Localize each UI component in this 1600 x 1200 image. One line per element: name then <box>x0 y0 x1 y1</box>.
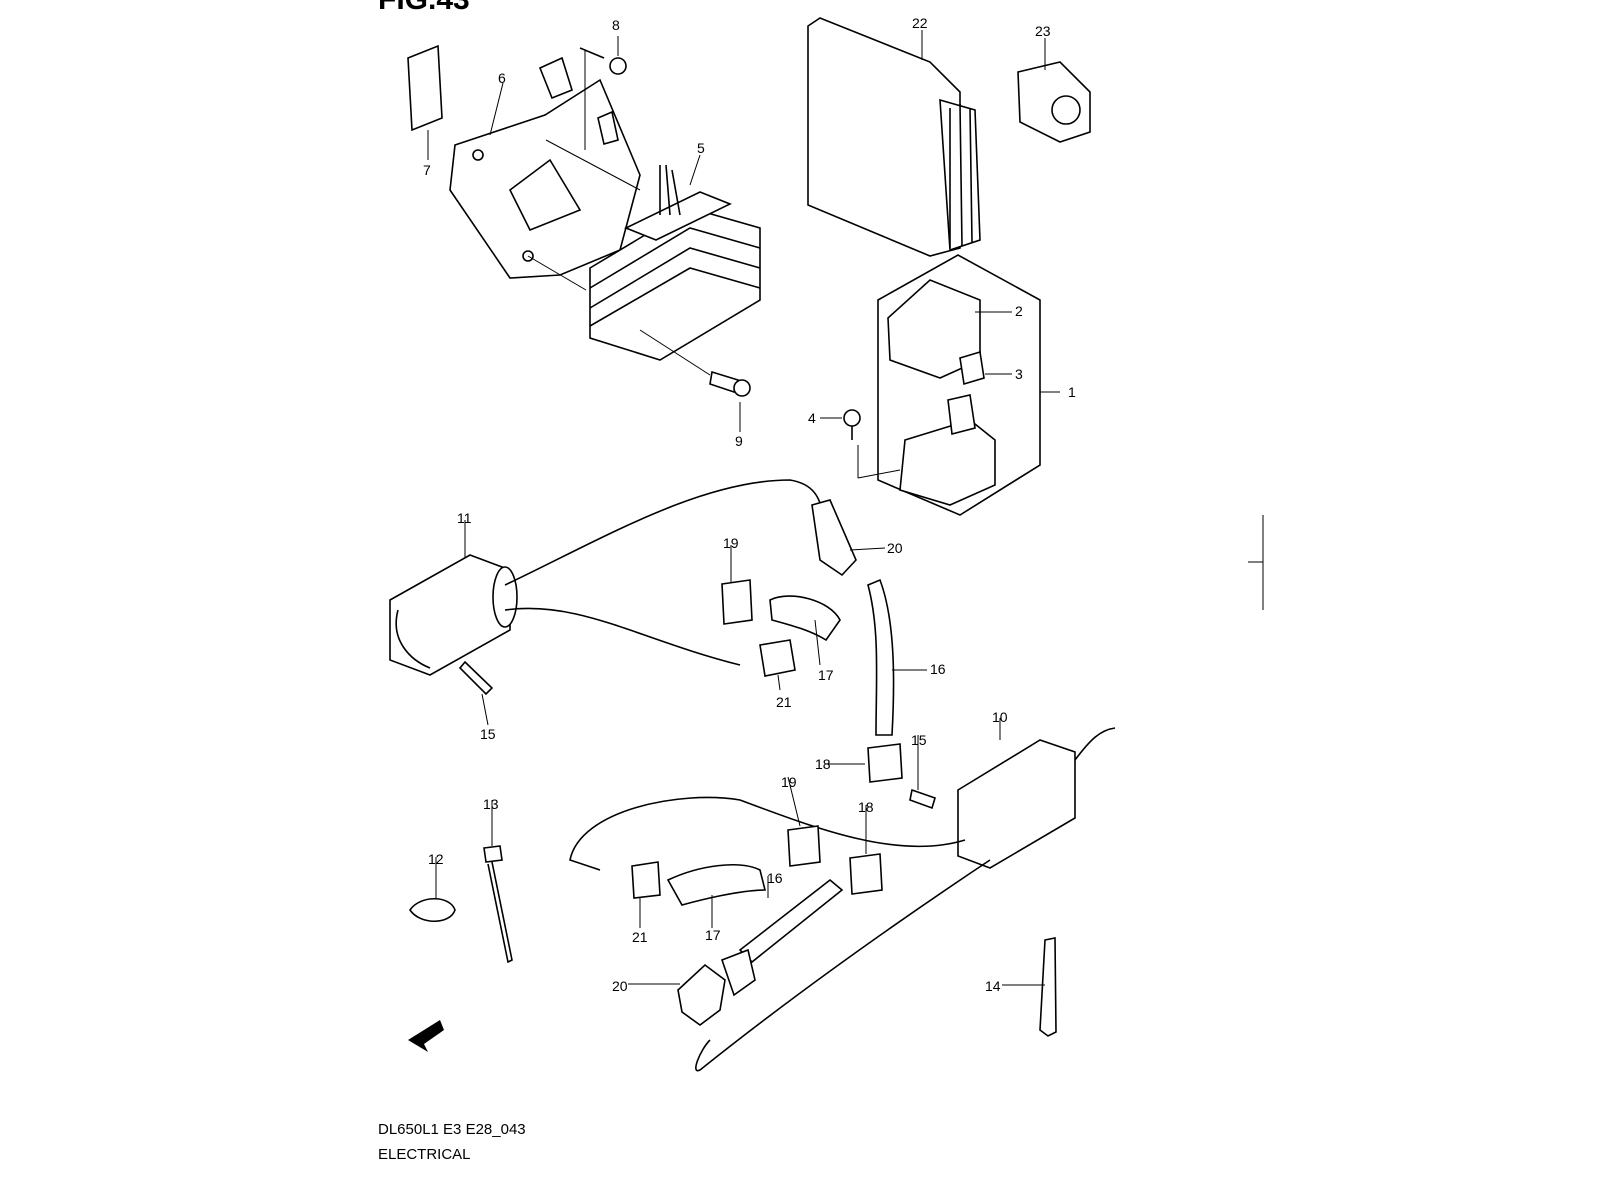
part-10-ignition-coil <box>569 727 1116 1072</box>
part-15-bolt-rear <box>909 788 936 810</box>
part-15-bolt-front <box>458 660 494 696</box>
part-4-screw <box>843 409 901 479</box>
part-23-connector <box>1017 61 1091 143</box>
part-21-grommet-rear <box>631 861 661 899</box>
callout-17b: 17 <box>705 927 721 943</box>
callout-21b: 21 <box>632 929 648 945</box>
part-18-seal-rear <box>849 853 883 895</box>
callout-11: 11 <box>457 510 472 526</box>
figure-title: FIG.43 <box>378 0 470 16</box>
fwd-arrow-icon <box>408 1020 444 1052</box>
callout-2: 2 <box>1015 303 1023 319</box>
diagram-code: DL650L1 E3 E28_043 <box>378 1121 526 1138</box>
callout-19b: 19 <box>781 774 797 790</box>
callout-12: 12 <box>428 851 444 867</box>
part-11-ignition-coil <box>389 479 826 676</box>
callout-10: 10 <box>992 709 1008 725</box>
callout-9: 9 <box>735 433 743 449</box>
callout-13: 13 <box>483 796 499 812</box>
part-22-ecm <box>807 17 981 257</box>
callout-16: 16 <box>930 661 946 677</box>
callout-23: 23 <box>1035 23 1051 39</box>
callout-15: 15 <box>480 726 496 742</box>
callout-3: 3 <box>1015 366 1023 382</box>
part-21-grommet-front <box>759 639 796 677</box>
callout-21: 21 <box>776 694 792 710</box>
callout-4: 4 <box>808 410 816 426</box>
part-6-bracket <box>449 56 641 279</box>
part-20-plug-cap-rear <box>677 948 756 1026</box>
callout-14: 14 <box>985 978 1001 994</box>
part-8-bolt <box>579 47 627 75</box>
part-7-plate <box>407 44 443 132</box>
part-5-regulator <box>527 50 761 361</box>
part-9-screw <box>639 329 751 397</box>
part-20-plug-cap <box>811 499 857 577</box>
part-1-relay-group <box>877 254 1041 516</box>
callout-8: 8 <box>612 17 620 33</box>
callout-7: 7 <box>423 162 431 178</box>
part-17-boot-front <box>769 595 841 642</box>
callout-18b: 18 <box>858 799 874 815</box>
part-17-boot-rear <box>666 864 767 906</box>
part-19-seal-front <box>721 579 753 625</box>
callout-19: 19 <box>723 535 739 551</box>
part-13-cable-tie <box>483 845 513 964</box>
callout-6: 6 <box>498 70 506 86</box>
callout-22: 22 <box>912 15 928 31</box>
callout-20b: 20 <box>612 978 628 994</box>
part-14-clip <box>1039 937 1057 1037</box>
section-name: ELECTRICAL <box>378 1146 471 1163</box>
callout-18: 18 <box>815 756 831 772</box>
part-19-seal-rear <box>787 825 821 867</box>
callout-1: 1 <box>1068 384 1076 400</box>
callout-5: 5 <box>697 140 705 156</box>
part-18-seal-front <box>867 743 903 783</box>
part-16-hose-rear <box>738 878 844 964</box>
callout-16b: 16 <box>767 870 783 886</box>
callout-17: 17 <box>818 667 834 683</box>
part-12-clamp <box>409 897 456 923</box>
callout-20: 20 <box>887 540 903 556</box>
part-16-hose-front <box>867 578 895 736</box>
callout-15b: 15 <box>911 732 927 748</box>
